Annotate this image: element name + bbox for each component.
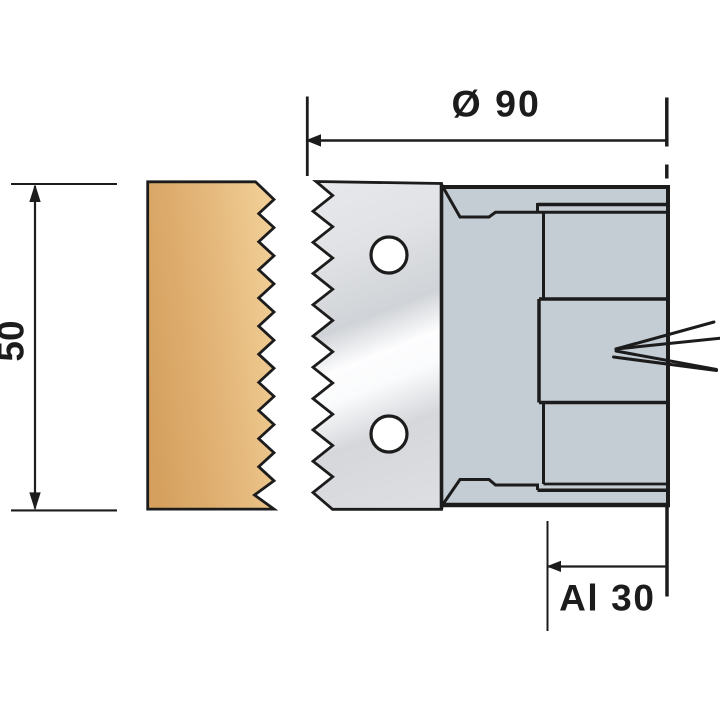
svg-text:50: 50 <box>0 320 32 361</box>
svg-text:Ø 90: Ø 90 <box>452 83 541 125</box>
svg-text:Al 30: Al 30 <box>559 578 655 619</box>
